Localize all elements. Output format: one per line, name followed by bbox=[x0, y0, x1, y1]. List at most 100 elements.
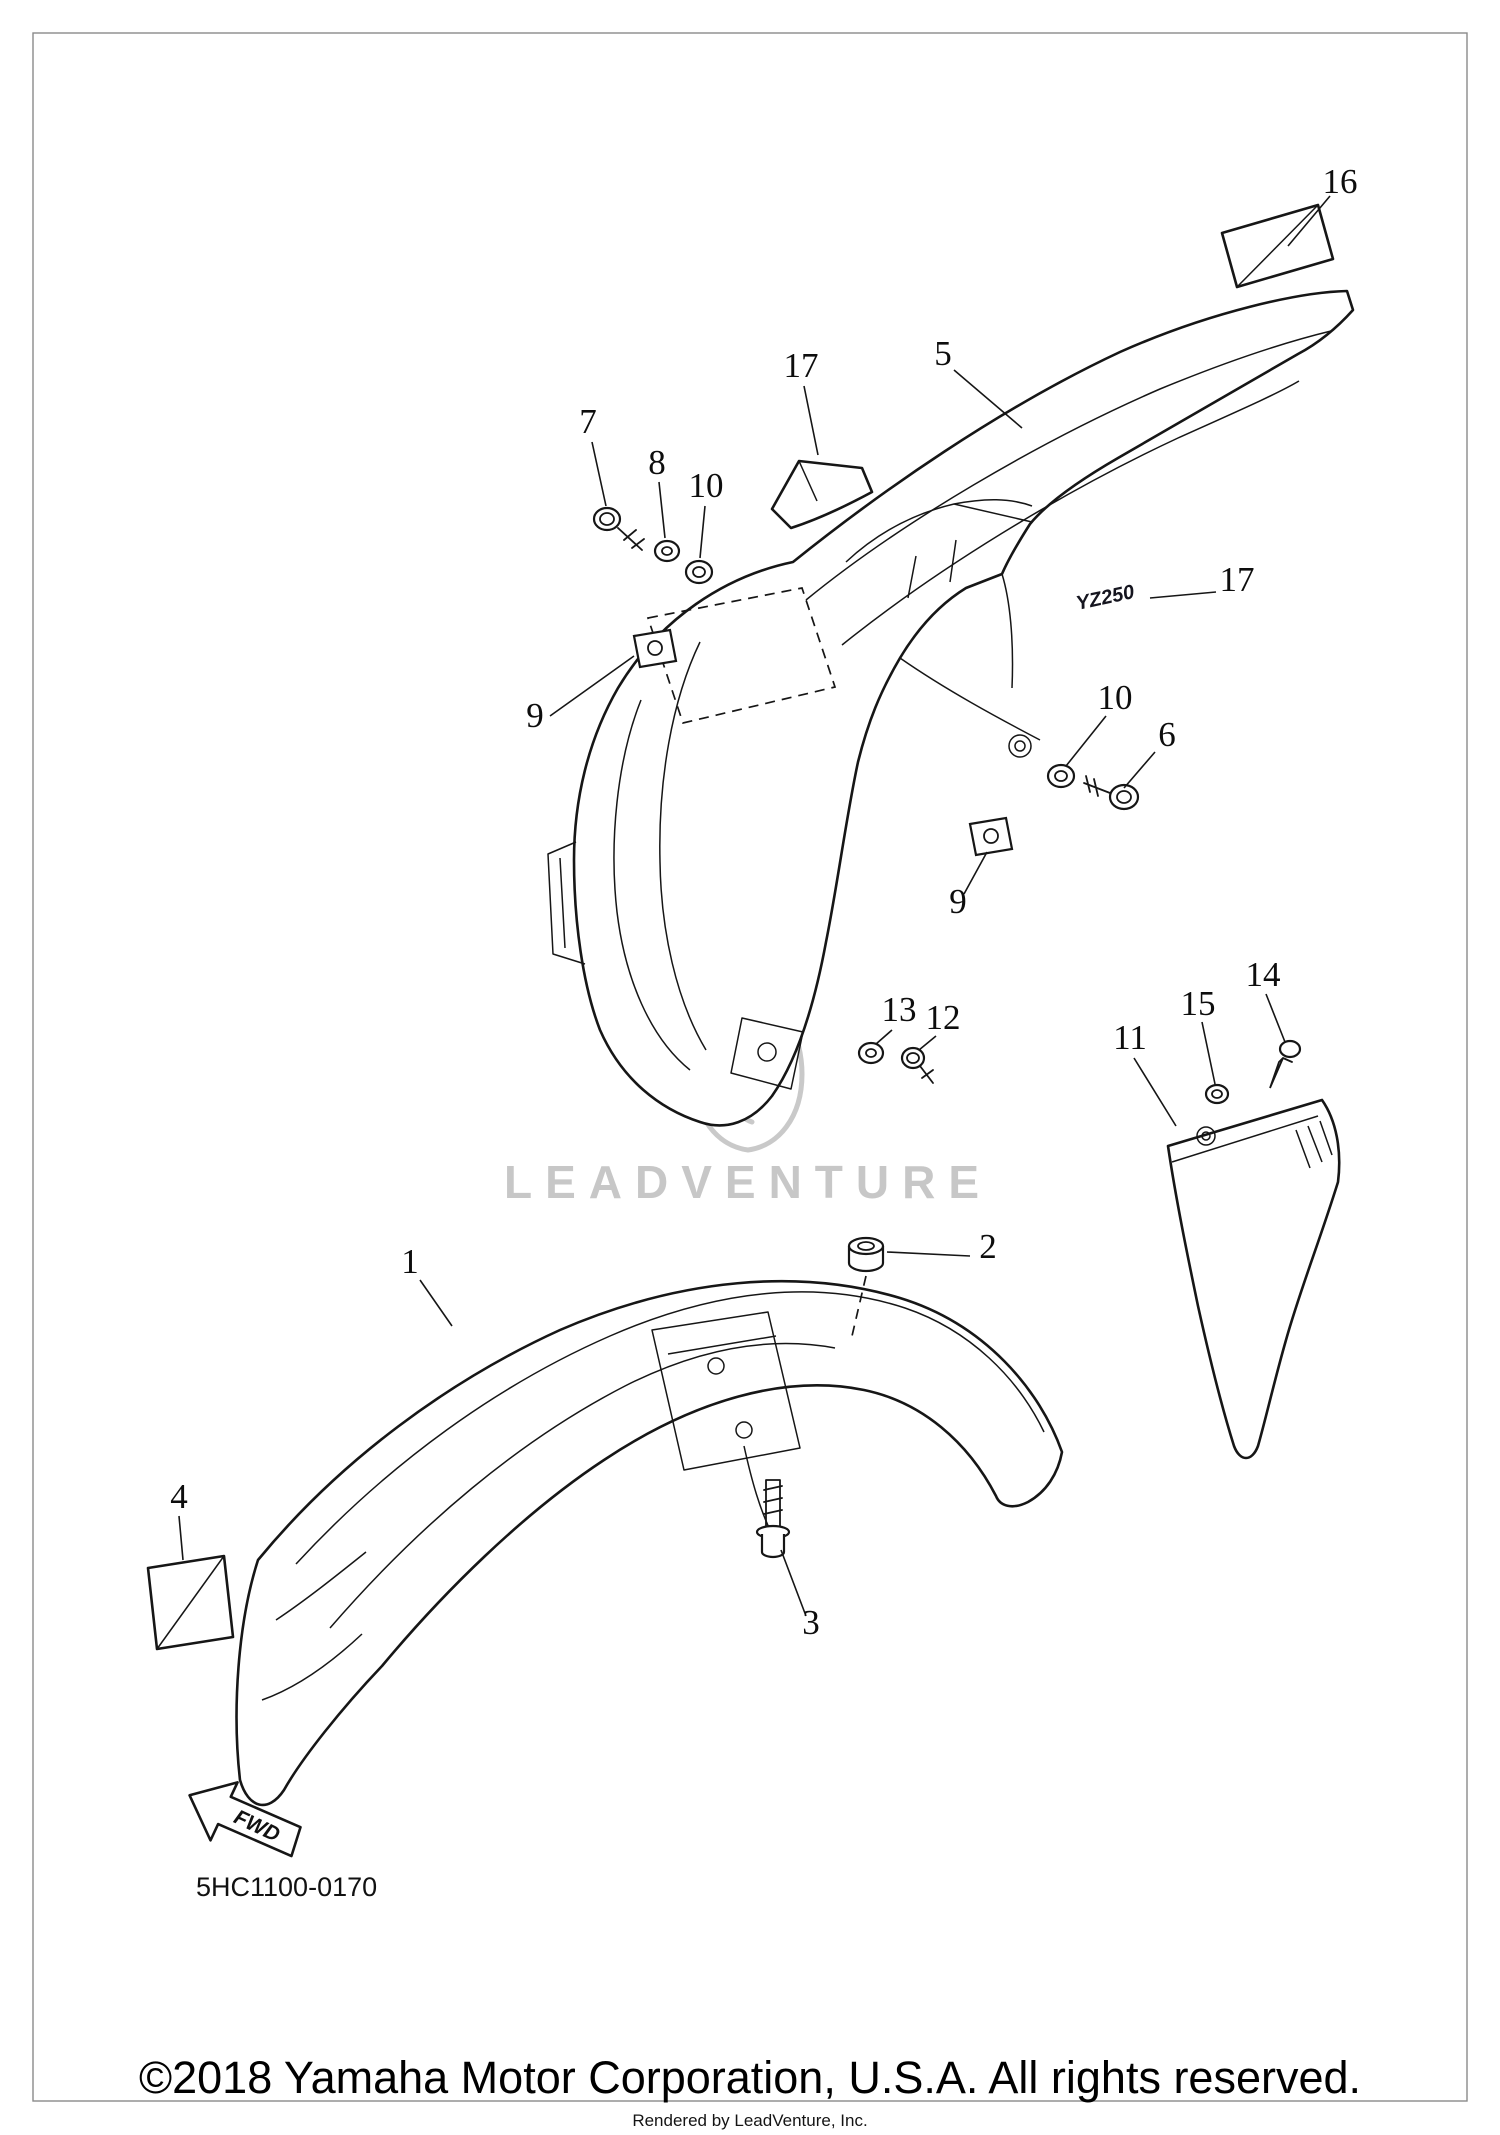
label-16-diagonal bbox=[1236, 204, 1319, 288]
front-fender-ridge-2 bbox=[329, 1342, 836, 1629]
decal-placement-dashes bbox=[646, 587, 837, 725]
washer-15-inner bbox=[1211, 1089, 1223, 1099]
copyright-text: ©2018 Yamaha Motor Corporation, U.S.A. A… bbox=[139, 2052, 1361, 2103]
side-panel-hole bbox=[1196, 1126, 1216, 1146]
callout-8: 8 bbox=[648, 443, 666, 482]
screw-14-shaft bbox=[1269, 1057, 1293, 1089]
rear-fender-scoop-lines bbox=[613, 641, 707, 1071]
callout-14: 14 bbox=[1246, 955, 1281, 994]
rear-fender-outline bbox=[572, 289, 1355, 1127]
leader-lines bbox=[178, 195, 1331, 1617]
washer-15 bbox=[1204, 1083, 1230, 1105]
side-panel-flange bbox=[1171, 1115, 1319, 1163]
bolt-6-head bbox=[1108, 783, 1140, 811]
bolt-3-head bbox=[760, 1534, 786, 1559]
bolt-12-head bbox=[900, 1046, 926, 1070]
screw-14-head bbox=[1278, 1039, 1302, 1059]
front-fender bbox=[235, 1275, 1064, 1807]
bolt-12-hex bbox=[906, 1052, 920, 1064]
rear-fender-cutout-hole bbox=[757, 1042, 777, 1062]
washer-8 bbox=[653, 539, 681, 563]
callout-7: 7 bbox=[579, 402, 597, 441]
bolt-7-hex bbox=[599, 512, 615, 526]
side-panel-outline bbox=[1166, 1098, 1341, 1460]
callout-4: 4 bbox=[170, 1477, 188, 1516]
diagram-border bbox=[32, 32, 1468, 2102]
rear-fender-boss-hole bbox=[1008, 734, 1032, 758]
side-panel-11 bbox=[1166, 1098, 1341, 1460]
collar-2-top bbox=[847, 1236, 885, 1256]
callout-10-left: 10 bbox=[689, 466, 724, 505]
callout-11: 11 bbox=[1113, 1018, 1147, 1057]
washer-8-outer bbox=[653, 539, 681, 563]
rear-fender-boss-hole-inner bbox=[1014, 740, 1026, 752]
callout-6: 6 bbox=[1158, 715, 1176, 754]
bolt-3 bbox=[755, 1479, 791, 1559]
guard-patch-outline bbox=[770, 459, 874, 530]
washer-10-right-inner bbox=[1054, 770, 1068, 782]
callout-1: 1 bbox=[401, 1242, 419, 1281]
clip-nut-9-right bbox=[968, 816, 1014, 857]
label-4-diagonal bbox=[156, 1555, 225, 1650]
callouts: 16 17 5 7 8 10 17 9 10 6 9 13 12 11 15 1… bbox=[170, 162, 1357, 1642]
bolt-7-head bbox=[592, 506, 622, 532]
washer-10-left-inner bbox=[692, 566, 706, 578]
callout-9-right: 9 bbox=[949, 882, 967, 921]
front-fender-ridge-1 bbox=[295, 1291, 1045, 1565]
rear-fender-side-ridge bbox=[841, 380, 1300, 646]
bolt-3-shaft bbox=[763, 1479, 783, 1529]
part-code: 5HC1100-0170 bbox=[196, 1872, 377, 1902]
callout-15: 15 bbox=[1181, 984, 1216, 1023]
label-16-decal bbox=[1220, 203, 1335, 289]
callout-10-right: 10 bbox=[1098, 678, 1133, 717]
watermark-text: LEADVENTURE bbox=[504, 1156, 992, 1208]
rendered-by-text: Rendered by LeadVenture, Inc. bbox=[632, 2111, 867, 2130]
clip-nut-9-left-hole bbox=[647, 640, 663, 656]
guard-patch-fold bbox=[798, 460, 818, 502]
callout-13: 13 bbox=[882, 990, 917, 1029]
yz250-decal-text: YZ250 bbox=[1074, 581, 1136, 615]
yz250-decal: YZ250 bbox=[1074, 581, 1136, 615]
guard-patch-17 bbox=[770, 459, 874, 530]
rear-fender: YZ250 bbox=[547, 289, 1355, 1127]
side-panel-hatching bbox=[1295, 1120, 1333, 1169]
bolt-12-shaft bbox=[919, 1065, 934, 1084]
callout-17-side: 17 bbox=[1220, 560, 1255, 599]
callout-2: 2 bbox=[979, 1227, 997, 1266]
front-fender-bracket-hole-1 bbox=[707, 1357, 725, 1375]
bolt-7-shaft bbox=[617, 527, 645, 551]
bolt-12 bbox=[900, 1046, 934, 1084]
clip-nut-9-right-hole bbox=[983, 828, 999, 844]
rear-fender-left-tab bbox=[547, 841, 586, 965]
washer-13-inner bbox=[865, 1048, 877, 1058]
washer-15-outer bbox=[1204, 1083, 1230, 1105]
washer-10-left bbox=[684, 559, 714, 585]
side-panel-hole-inner bbox=[1201, 1131, 1211, 1141]
callout-9-left: 9 bbox=[526, 696, 544, 735]
screw-14 bbox=[1269, 1039, 1302, 1089]
rear-fender-deck-lines bbox=[845, 498, 1041, 741]
collar-2-hole bbox=[857, 1241, 875, 1251]
front-fender-rear-lines bbox=[261, 1551, 367, 1701]
washer-10-left-outer bbox=[684, 559, 714, 585]
washer-10-right-outer bbox=[1046, 763, 1076, 789]
front-fender-bracket-hole-2 bbox=[735, 1421, 753, 1439]
washer-13 bbox=[857, 1041, 885, 1065]
bolt-6 bbox=[1083, 775, 1140, 811]
bolt-6-shaft bbox=[1083, 775, 1111, 797]
clip-nut-9-left-body bbox=[632, 628, 678, 669]
washer-13-outer bbox=[857, 1041, 885, 1065]
clip-nut-9-left bbox=[632, 628, 678, 669]
callout-17-top: 17 bbox=[784, 346, 819, 385]
collar-placement-dash bbox=[851, 1275, 867, 1337]
bolt-6-hex bbox=[1116, 790, 1132, 804]
rear-fender-top-ridge bbox=[805, 330, 1332, 601]
front-fender-outline bbox=[235, 1279, 1064, 1807]
collar-2 bbox=[847, 1236, 885, 1273]
washer-10-right bbox=[1046, 763, 1076, 789]
label-4-decal bbox=[146, 1554, 235, 1651]
callout-16: 16 bbox=[1323, 162, 1358, 201]
washer-8-inner bbox=[661, 546, 673, 556]
